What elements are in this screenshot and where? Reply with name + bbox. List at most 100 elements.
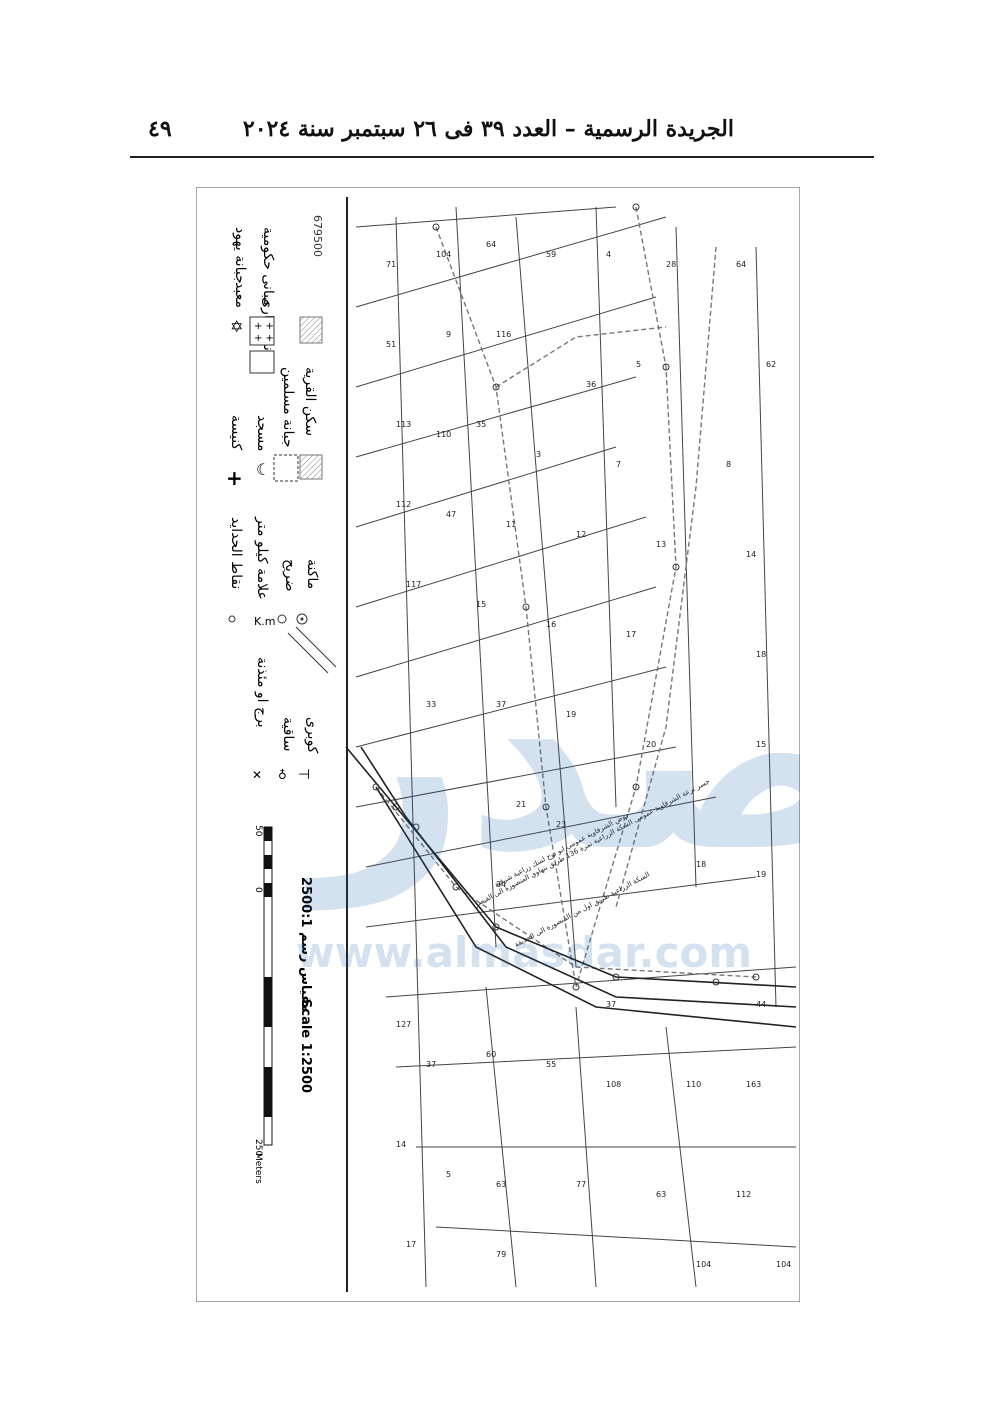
parcel-number: 63 xyxy=(496,1180,506,1189)
parcel-number: 11 xyxy=(506,520,516,529)
parcel-number: 28 xyxy=(666,260,676,269)
parcel-number: 64 xyxy=(736,260,746,269)
hatched-box-icon-2 xyxy=(299,454,323,480)
crescent-icon: ☾ xyxy=(256,460,270,479)
parcel-number: 20 xyxy=(646,740,656,749)
parcel-number: 79 xyxy=(496,1250,506,1259)
parcel-number: 112 xyxy=(396,500,411,509)
parcel-numbers: 71 104 64 59 4 28 64 51 9 116 36 5 62 11… xyxy=(386,240,791,1269)
legend-label-tower: برج او مئذنة xyxy=(254,657,270,728)
legend-label-mosque: مسجد xyxy=(254,415,270,451)
parcel-number: 17 xyxy=(626,630,636,639)
parcel-number: 37 xyxy=(606,1000,616,1009)
tower-icon: ✕ xyxy=(252,768,262,782)
legend-label-government: مبانى حكومية xyxy=(260,227,276,306)
parcel-number: 16 xyxy=(546,620,556,629)
boundary-points xyxy=(372,203,760,991)
road-sketch xyxy=(295,626,337,668)
scale-tick-250: 250 xyxy=(253,1139,263,1156)
legend-label-bridge: كوبرى xyxy=(304,717,320,754)
parcel-number: 37 xyxy=(496,700,506,709)
legend-label-church: كنيسة xyxy=(228,415,244,450)
parcel-number: 71 xyxy=(386,260,396,269)
parcel-number: 7 xyxy=(616,460,621,469)
km-marker-icon: K.m xyxy=(254,615,275,628)
parcel-number: 64 xyxy=(486,240,496,249)
parcel-number: 37 xyxy=(426,1060,436,1069)
parcel-number: 13 xyxy=(656,540,666,549)
legend-col-4: ⊣ ♁ ✕ كوبرى ساقية برج او مئذنة xyxy=(252,626,337,783)
parcel-number: 110 xyxy=(686,1080,701,1089)
legend-label-muslim-cemetery: جبانة مسلمين xyxy=(280,367,296,448)
header-rule xyxy=(130,156,874,158)
parcel-lines xyxy=(355,206,797,1288)
parcel-number: 18 xyxy=(696,860,706,869)
legend-label-village: سكن القرية xyxy=(302,367,318,436)
map-border xyxy=(195,186,801,1303)
circle-dot-icon xyxy=(296,613,308,625)
parcel-number: 47 xyxy=(446,510,456,519)
grid-reference: 679500 xyxy=(311,215,324,257)
scale-bar: 50 0 250 Meters مقياس رسم 2500:1 Scale 1… xyxy=(253,825,313,1184)
parcel-number: 21 xyxy=(516,800,526,809)
cross-box-glyphs-2: + + xyxy=(254,333,274,344)
parcel-number: 17 xyxy=(406,1240,416,1249)
legend-label-jewish-cemetery: جبانة يهود xyxy=(232,227,248,284)
star-of-david-icon: ✡ xyxy=(230,317,243,336)
legend-col-2: ☾ + سكن القرية جبانة مسلمين مسجد كنيسة xyxy=(226,367,323,490)
parcel-number: 3 xyxy=(536,450,541,459)
legend-label-shrine: ضريح xyxy=(282,559,298,592)
legend-label-machine: ماكنة xyxy=(304,559,320,589)
parcel-number: 14 xyxy=(746,550,756,559)
watermark-logo: مصدر xyxy=(304,607,800,912)
parcel-number: 4 xyxy=(606,250,611,259)
parcel-number: 9 xyxy=(446,330,451,339)
legend-col-3: K.m ماكنة ضريح علامة كيلو متر نقاط الحدا… xyxy=(228,516,320,628)
parcel-number: 33 xyxy=(426,700,436,709)
watermark-site: www.almasdar.com xyxy=(296,928,752,977)
parcel-number: 5 xyxy=(636,360,641,369)
scale-tick-50: 50 xyxy=(253,825,263,837)
parcel-number: 34 xyxy=(496,880,506,889)
parcel-number: 63 xyxy=(656,1190,666,1199)
parcel-number: 60 xyxy=(486,1050,496,1059)
parcel-number: 104 xyxy=(436,250,451,259)
legend-label-temple: معبد xyxy=(232,282,248,308)
parcel-number: 19 xyxy=(566,710,576,719)
parcel-number: 15 xyxy=(476,600,486,609)
scale-ratio-english: Scale 1:2500 xyxy=(298,999,313,1093)
cadastral-map: 679500 مبانى حكومية جبانة نصارى جبانة يه… xyxy=(195,186,1004,1303)
scale-ratio-arabic: مقياس رسم 2500:1 xyxy=(298,877,313,1012)
parcel-number: 59 xyxy=(546,250,556,259)
legend-label-boundary-points: نقاط الحدايد xyxy=(228,517,244,589)
parcel-number: 18 xyxy=(756,650,766,659)
parcel-number: 113 xyxy=(396,420,411,429)
parcel-number: 108 xyxy=(606,1080,621,1089)
bridge-icon: ⊣ xyxy=(298,767,310,783)
parcel-number: 12 xyxy=(576,530,586,539)
cross-box-icon xyxy=(249,316,275,346)
legend-label-km-mark: علامة كيلو متر xyxy=(254,516,270,600)
cross-icon: + xyxy=(226,466,243,490)
dashed-box-icon xyxy=(273,454,299,482)
parcel-number: 14 xyxy=(396,1140,406,1149)
parcel-number: 51 xyxy=(386,340,396,349)
parcel-number: 62 xyxy=(766,360,776,369)
parcel-number: 8 xyxy=(726,460,731,469)
page-number: ٤٩ xyxy=(148,116,172,142)
parcel-number: 116 xyxy=(496,330,511,339)
parcel-number: 35 xyxy=(476,420,486,429)
parcel-number: 36 xyxy=(586,380,596,389)
parcel-number: 55 xyxy=(546,1060,556,1069)
parcel-number: 104 xyxy=(776,1260,791,1269)
cross-box-glyphs: + + xyxy=(254,321,274,332)
point-icon xyxy=(228,615,236,623)
hatched-box-icon xyxy=(299,316,323,344)
parcel-number: 44 xyxy=(756,1000,766,1009)
parcel-number: 5 xyxy=(446,1170,451,1179)
page-header: الجريدة الرسمية – العدد ٣٩ فى ٢٦ سبتمبر … xyxy=(130,108,874,160)
scale-tick-0: 0 xyxy=(253,887,263,893)
parcel-number: 77 xyxy=(576,1180,586,1189)
parcel-number: 19 xyxy=(756,870,766,879)
waterwheel-icon: ♁ xyxy=(278,768,287,782)
